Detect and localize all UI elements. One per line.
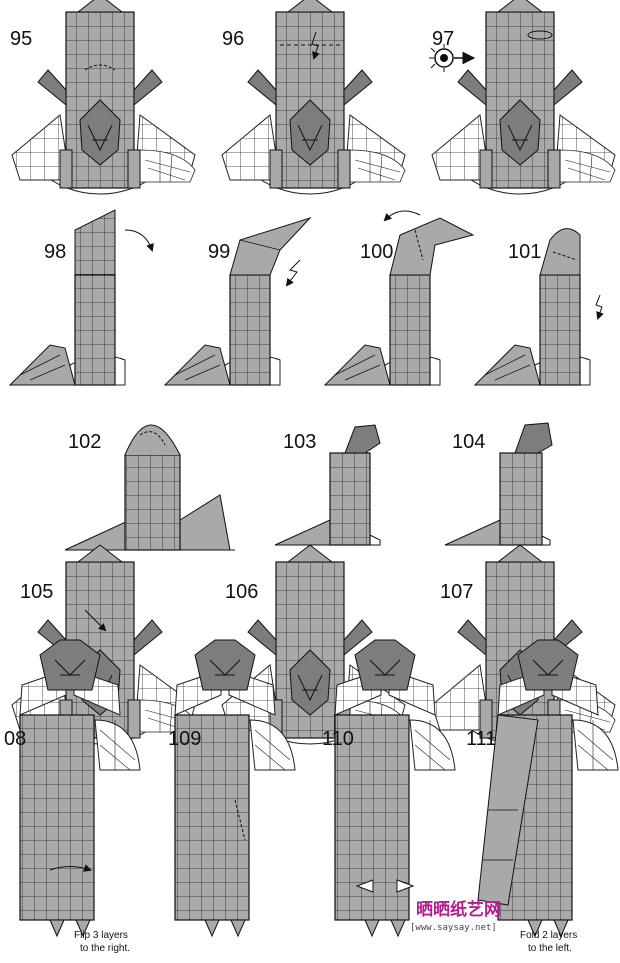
step-98-figure	[9, 209, 154, 386]
step-number: 110	[322, 728, 354, 750]
watermark-url: [www.saysay.net]	[410, 923, 497, 933]
step-number: 106	[225, 581, 258, 603]
step-number: 96	[222, 28, 244, 50]
step-number: 08	[4, 728, 26, 750]
caption-flip-line-1: Flip 3 layers	[74, 930, 128, 941]
step-number: 102	[68, 431, 101, 453]
step-number: 104	[452, 431, 485, 453]
step-107-figure	[431, 544, 616, 745]
step-number: 99	[208, 241, 230, 263]
watermark-title: 晒晒纸艺网	[416, 899, 501, 920]
step-number: 95	[10, 28, 32, 50]
step-number: 109	[168, 728, 201, 750]
caption-flip-line-2: to the right.	[80, 943, 130, 954]
step-105-figure	[11, 544, 196, 745]
step-111-figure	[477, 639, 619, 937]
step-99-figure	[164, 216, 312, 386]
step-number: 98	[44, 241, 66, 263]
step-110-figure	[334, 639, 456, 937]
step-109-figure	[174, 639, 296, 937]
turn-over-eye-icon	[429, 44, 476, 72]
step-103-figure	[274, 424, 381, 546]
step-102-figure	[64, 424, 235, 551]
step-number: 107	[440, 581, 473, 603]
step-number: 101	[508, 241, 541, 263]
step-number: 103	[283, 431, 316, 453]
step-101-figure	[474, 228, 604, 386]
caption-fold-line-2: to the left.	[528, 943, 572, 954]
step-number: 97	[432, 28, 454, 50]
step-number: 100	[360, 241, 393, 263]
step-number: 111	[466, 728, 496, 750]
step-100-figure	[324, 210, 475, 386]
step-104-figure	[444, 422, 553, 546]
step-108-figure	[19, 639, 141, 937]
step-97-figure	[431, 0, 616, 195]
step-96-figure	[221, 0, 406, 195]
step-number: 105	[20, 581, 53, 603]
caption-fold-line-1: Fold 2 layers	[520, 930, 577, 941]
step-95-figure	[11, 0, 196, 195]
